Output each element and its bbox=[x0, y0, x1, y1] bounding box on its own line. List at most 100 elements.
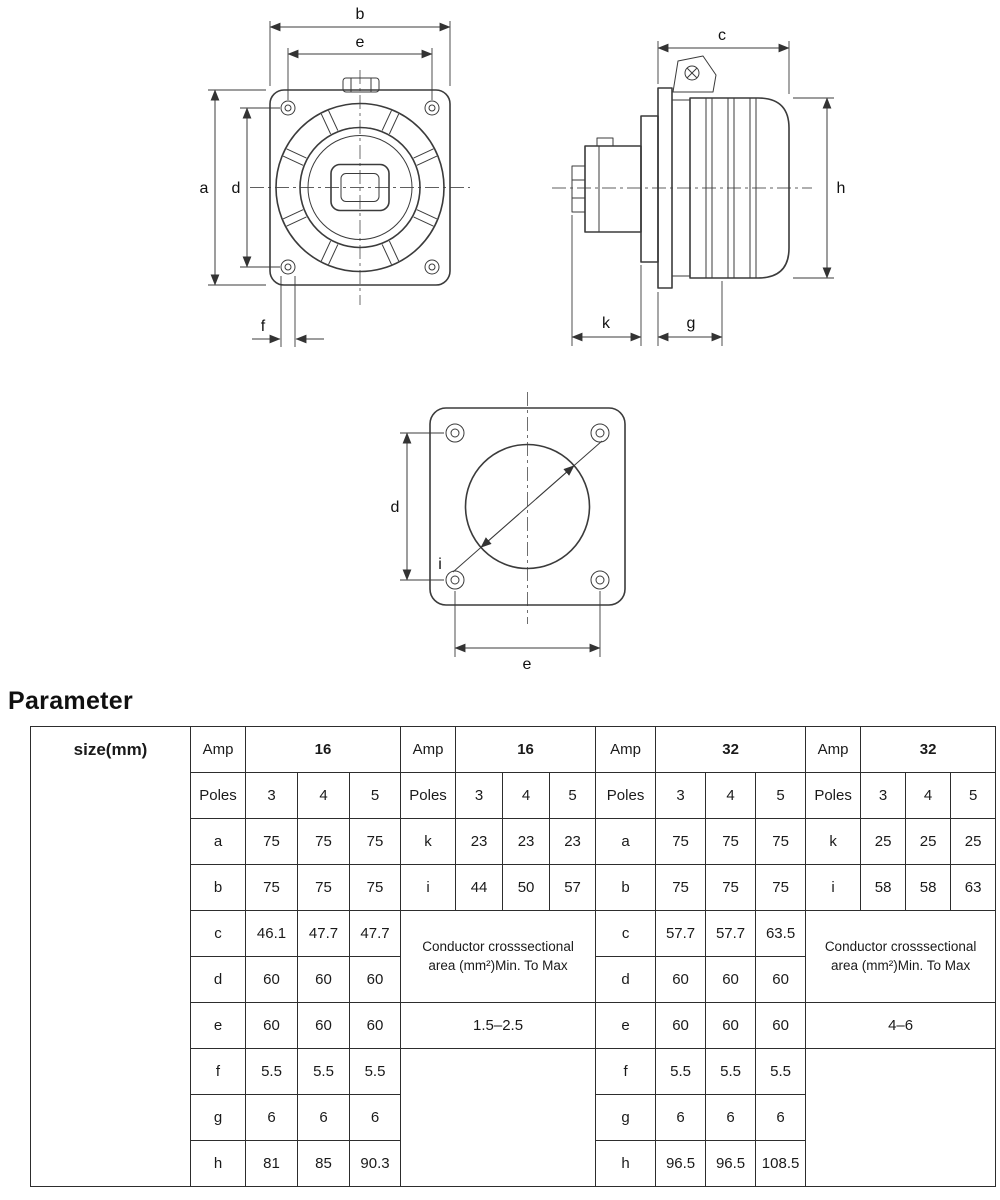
cutout-screw-holes bbox=[445, 423, 610, 590]
param-value: 96.5 bbox=[655, 1140, 707, 1187]
cutout-circle bbox=[464, 443, 591, 570]
param-value: 25 bbox=[905, 818, 952, 865]
param-value: 6 bbox=[348, 1094, 402, 1141]
poles-value: 5 bbox=[950, 772, 997, 819]
param-value: 75 bbox=[245, 864, 298, 911]
param-value: 57 bbox=[549, 864, 597, 911]
amp-header: Amp bbox=[400, 726, 457, 773]
amp-value: 32 bbox=[655, 726, 807, 773]
dim-label-d-front: d bbox=[232, 180, 241, 197]
param-value: 96.5 bbox=[705, 1140, 757, 1187]
row-poles: Poles 3 4 5 Poles 3 4 5 Poles 3 4 5 Pole… bbox=[31, 772, 997, 819]
param-value: 75 bbox=[297, 864, 350, 911]
dim-label-i: i bbox=[438, 556, 442, 573]
param-label: e bbox=[595, 1002, 657, 1049]
param-value: 44 bbox=[455, 864, 504, 911]
param-label: g bbox=[595, 1094, 657, 1141]
param-label: d bbox=[595, 956, 657, 1003]
param-value: 60 bbox=[348, 956, 402, 1003]
row-b-i: b 75 75 75 i 44 50 57 b 75 75 75 i 58 58… bbox=[31, 864, 997, 911]
param-value: 47.7 bbox=[297, 910, 350, 957]
param-value: 60 bbox=[245, 956, 298, 1003]
side-rear-body bbox=[571, 115, 659, 263]
param-value: 46.1 bbox=[245, 910, 298, 957]
row-d: d 60 60 60 d 60 60 60 bbox=[31, 956, 996, 1003]
param-value: 63 bbox=[950, 864, 997, 911]
param-value: 60 bbox=[245, 1002, 298, 1049]
param-value: 60 bbox=[297, 956, 350, 1003]
param-value: 90.3 bbox=[348, 1140, 402, 1187]
param-label: k bbox=[400, 818, 457, 865]
conductor-range: 4–6 bbox=[805, 1002, 997, 1049]
row-g: g 6 6 6 g 6 6 6 bbox=[31, 1094, 996, 1141]
size-mm-label: size(mm) bbox=[30, 726, 191, 1187]
param-value: 75 bbox=[245, 818, 298, 865]
screw-head bbox=[684, 65, 700, 81]
param-label: c bbox=[190, 910, 246, 957]
cutout-view-drawing: i d e bbox=[391, 392, 626, 673]
parameter-table: size(mm) Amp 16 Amp 16 Amp 32 Amp 32 Pol… bbox=[30, 726, 997, 1187]
param-value: 60 bbox=[755, 956, 807, 1003]
param-label: h bbox=[595, 1140, 657, 1187]
param-value: 75 bbox=[348, 864, 402, 911]
param-value: 75 bbox=[705, 864, 757, 911]
param-value: 6 bbox=[245, 1094, 298, 1141]
param-value: 60 bbox=[655, 1002, 707, 1049]
param-value: 75 bbox=[705, 818, 757, 865]
param-value: 60 bbox=[655, 956, 707, 1003]
poles-value: 5 bbox=[755, 772, 807, 819]
param-value: 6 bbox=[755, 1094, 807, 1141]
poles-value: 3 bbox=[655, 772, 707, 819]
param-value: 5.5 bbox=[348, 1048, 402, 1095]
dim-label-e-cutout: e bbox=[523, 656, 532, 673]
row-h: h 81 85 90.3 h 96.5 96.5 108.5 bbox=[31, 1140, 996, 1187]
dim-label-f: f bbox=[261, 318, 266, 335]
technical-drawings: b e a d f bbox=[200, 6, 846, 673]
param-value: 60 bbox=[348, 1002, 402, 1049]
param-value: 5.5 bbox=[245, 1048, 298, 1095]
amp-header: Amp bbox=[190, 726, 246, 773]
param-value: 57.7 bbox=[705, 910, 757, 957]
param-value: 6 bbox=[655, 1094, 707, 1141]
poles-value: 3 bbox=[245, 772, 298, 819]
param-value: 23 bbox=[549, 818, 597, 865]
side-latch bbox=[672, 55, 717, 93]
param-label: h bbox=[190, 1140, 246, 1187]
param-value: 60 bbox=[705, 1002, 757, 1049]
param-label: i bbox=[805, 864, 862, 911]
param-value: 58 bbox=[905, 864, 952, 911]
param-value: 6 bbox=[297, 1094, 350, 1141]
param-value: 81 bbox=[245, 1140, 298, 1187]
front-ribs bbox=[282, 110, 438, 265]
param-value: 108.5 bbox=[755, 1140, 807, 1187]
empty-cell bbox=[805, 1048, 997, 1187]
dim-label-h: h bbox=[837, 180, 846, 197]
section-title: Parameter bbox=[8, 687, 134, 715]
param-label: i bbox=[400, 864, 457, 911]
param-value: 47.7 bbox=[348, 910, 402, 957]
param-value: 57.7 bbox=[655, 910, 707, 957]
dim-label-d-cutout: d bbox=[391, 499, 400, 516]
dim-label-g: g bbox=[687, 315, 696, 332]
amp-value: 16 bbox=[455, 726, 597, 773]
row-c: c 46.1 47.7 47.7 Conductor crosssectiona… bbox=[31, 910, 997, 1003]
param-label: f bbox=[595, 1048, 657, 1095]
side-view-drawing: c h k g bbox=[552, 27, 845, 346]
param-value: 25 bbox=[950, 818, 997, 865]
param-label: d bbox=[190, 956, 246, 1003]
empty-cell bbox=[400, 1048, 597, 1187]
param-value: 75 bbox=[755, 818, 807, 865]
front-body bbox=[275, 102, 445, 273]
cutout-flange bbox=[429, 407, 626, 606]
dim-label-b: b bbox=[356, 6, 365, 23]
front-screw-holes bbox=[280, 100, 440, 275]
param-value: 75 bbox=[297, 818, 350, 865]
poles-value: 4 bbox=[502, 772, 551, 819]
conductor-note: Conductor crosssectional area (mm²)Min. … bbox=[400, 910, 597, 1003]
param-value: 60 bbox=[705, 956, 757, 1003]
param-label: a bbox=[595, 818, 657, 865]
param-value: 23 bbox=[455, 818, 504, 865]
param-value: 58 bbox=[860, 864, 907, 911]
dim-label-a: a bbox=[200, 180, 209, 197]
amp-value: 32 bbox=[860, 726, 997, 773]
